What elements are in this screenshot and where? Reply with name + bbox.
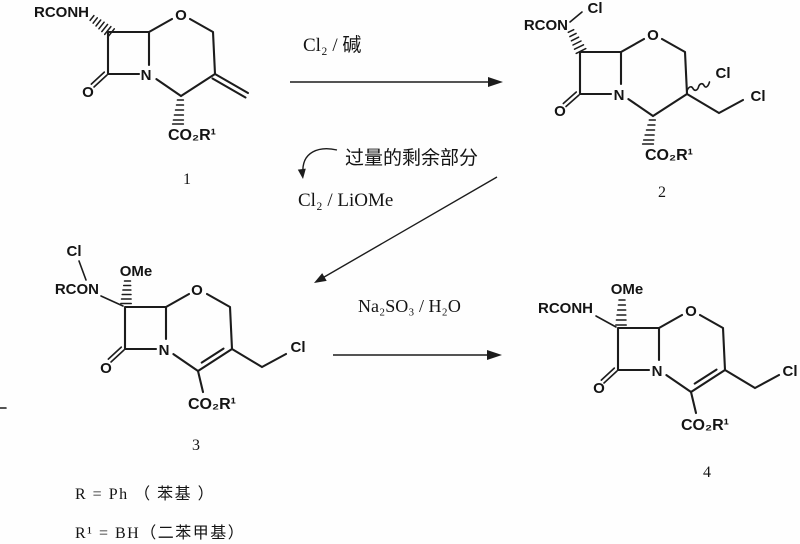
ring-oxygen-label: O bbox=[647, 27, 659, 44]
chloromethyl-bonds bbox=[230, 347, 288, 369]
reagent-step3-label: Na₂SO₃ / H₂O bbox=[358, 296, 461, 316]
hashed-wedge-bond-amide bbox=[567, 28, 587, 55]
compound-4: RCONH OMe O N O Cl CO₂R¹ 4 bbox=[538, 281, 798, 481]
amide-label: RCONH bbox=[34, 4, 89, 21]
methoxy-label: OMe bbox=[611, 281, 644, 298]
r-definition: R = Ph （ 苯基 ） bbox=[75, 485, 215, 503]
carbonyl-double-bond bbox=[107, 346, 125, 363]
ester-label: CO₂R¹ bbox=[645, 147, 693, 164]
n-cl-bond bbox=[569, 11, 583, 23]
arrow-head bbox=[487, 350, 502, 360]
methoxy-label: OMe bbox=[120, 263, 153, 280]
ring-nitrogen-label: N bbox=[614, 87, 625, 104]
n-chloro-label: Cl bbox=[588, 0, 603, 17]
arrow-shaft bbox=[318, 176, 498, 281]
n-cl-bond bbox=[78, 260, 87, 281]
arrow-head bbox=[488, 77, 503, 87]
carbonyl-double-bond bbox=[562, 91, 580, 108]
ring-oxygen-label: O bbox=[685, 303, 697, 320]
ester-label: CO₂R¹ bbox=[188, 396, 236, 413]
reaction-arrow-3: Na₂SO₃ / H₂O bbox=[333, 296, 502, 360]
ring-nitrogen-label: N bbox=[652, 363, 663, 380]
ring-double-bond-inner bbox=[200, 347, 225, 364]
ester-label: CO₂R¹ bbox=[168, 127, 216, 144]
compound-number: 1 bbox=[183, 171, 191, 188]
amide-ring-bond bbox=[100, 295, 124, 307]
carbonyl-double-bond bbox=[600, 367, 618, 384]
ester-bond bbox=[689, 390, 698, 415]
hashed-bond-methoxy bbox=[615, 299, 627, 326]
legend: R = Ph （ 苯基 ） R¹ = BH（二苯甲基） bbox=[75, 485, 245, 542]
beta-lactam-ring-bonds bbox=[578, 50, 623, 96]
oxazine-ring-bonds bbox=[657, 313, 727, 394]
wavy-bond-chloro bbox=[686, 81, 711, 92]
ring-double-bond-inner bbox=[693, 368, 718, 385]
carbonyl-oxygen-label: O bbox=[82, 84, 94, 101]
ring-oxygen-label: O bbox=[175, 7, 187, 24]
note-hook-curve bbox=[302, 148, 338, 175]
chloromethyl-cl-label: Cl bbox=[291, 339, 306, 356]
reaction-arrow-2: 过量的剩余部分 Cl₂ / LiOMe bbox=[297, 147, 498, 283]
hashed-bond-ester bbox=[641, 119, 657, 145]
compound-2: RCON Cl O N O Cl Cl CO₂R¹ 2 bbox=[524, 0, 766, 201]
amide-label: RCON bbox=[524, 17, 568, 34]
chloromethyl-bonds bbox=[723, 368, 781, 390]
beta-lactam-ring-bonds bbox=[616, 326, 661, 372]
reaction-arrow-1: Cl₂ / 碱 bbox=[290, 34, 503, 87]
carbonyl-oxygen-label: O bbox=[593, 380, 605, 397]
ring-oxygen-label: O bbox=[191, 282, 203, 299]
compound-3: Cl RCON OMe O N O Cl CO₂R¹ 3 bbox=[55, 243, 306, 454]
r1-definition: R¹ = BH（二苯甲基） bbox=[75, 524, 245, 542]
beta-lactam-ring-bonds bbox=[106, 30, 151, 76]
excess-note-label: 过量的剩余部分 bbox=[345, 147, 478, 169]
amide-ring-bond bbox=[595, 315, 617, 328]
beta-lactam-ring-bonds bbox=[123, 305, 168, 351]
arrow-head bbox=[314, 273, 327, 283]
hashed-bond-ester bbox=[171, 99, 185, 125]
compound-number: 4 bbox=[703, 464, 711, 481]
carbonyl-oxygen-label: O bbox=[100, 360, 112, 377]
reagent-step2-label: Cl₂ / LiOMe bbox=[298, 190, 393, 211]
oxazine-ring-bonds bbox=[619, 37, 689, 118]
carbonyl-double-bond bbox=[90, 71, 108, 88]
hashed-bond-methoxy bbox=[120, 280, 132, 305]
ring-nitrogen-label: N bbox=[159, 342, 170, 359]
compound-number: 2 bbox=[658, 184, 666, 201]
ester-label: CO₂R¹ bbox=[681, 417, 729, 434]
note-hook-head bbox=[297, 168, 306, 179]
chloromethyl-bonds bbox=[685, 92, 745, 115]
hashed-wedge-bond-amide bbox=[89, 14, 116, 38]
compound-1: RCONH O N O CO₂R¹ 1 bbox=[34, 4, 250, 188]
chloro-c3-label: Cl bbox=[716, 65, 731, 82]
oxazine-ring-bonds bbox=[147, 17, 217, 98]
compound-number: 3 bbox=[192, 437, 200, 454]
n-chloro-label: Cl bbox=[67, 243, 82, 260]
carbonyl-oxygen-label: O bbox=[554, 103, 566, 120]
chloromethyl-cl-label: Cl bbox=[783, 363, 798, 380]
ester-bond bbox=[196, 369, 205, 394]
amide-label: RCON bbox=[55, 281, 99, 298]
chloromethyl-cl-label: Cl bbox=[751, 88, 766, 105]
reagent-step1-label: Cl₂ / 碱 bbox=[303, 34, 361, 56]
amide-label: RCONH bbox=[538, 300, 593, 317]
ring-nitrogen-label: N bbox=[141, 67, 152, 84]
oxazine-ring-bonds bbox=[164, 292, 234, 373]
exocyclic-methylene-double-bond bbox=[211, 72, 250, 99]
